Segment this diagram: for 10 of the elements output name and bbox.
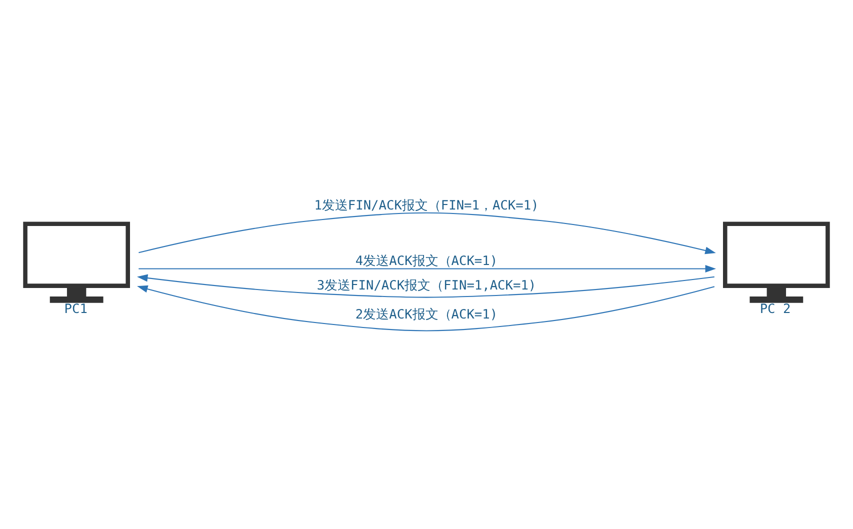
- edge-label: 1发送FIN/ACK报文（FIN=1，ACK=1): [314, 198, 539, 214]
- arrow: [138, 212, 716, 254]
- arrow: [137, 284, 715, 331]
- edge-label: 3发送FIN/ACK报文（FIN=1,ACK=1): [316, 278, 536, 294]
- arrow: [138, 264, 716, 272]
- node-label: PC 2: [760, 302, 791, 317]
- arrow: [137, 274, 714, 298]
- node-label: PC1: [64, 302, 88, 317]
- edge-label: 2发送ACK报文（ACK=1): [355, 307, 498, 322]
- edge-label: 4发送ACK报文（ACK=1): [355, 254, 498, 269]
